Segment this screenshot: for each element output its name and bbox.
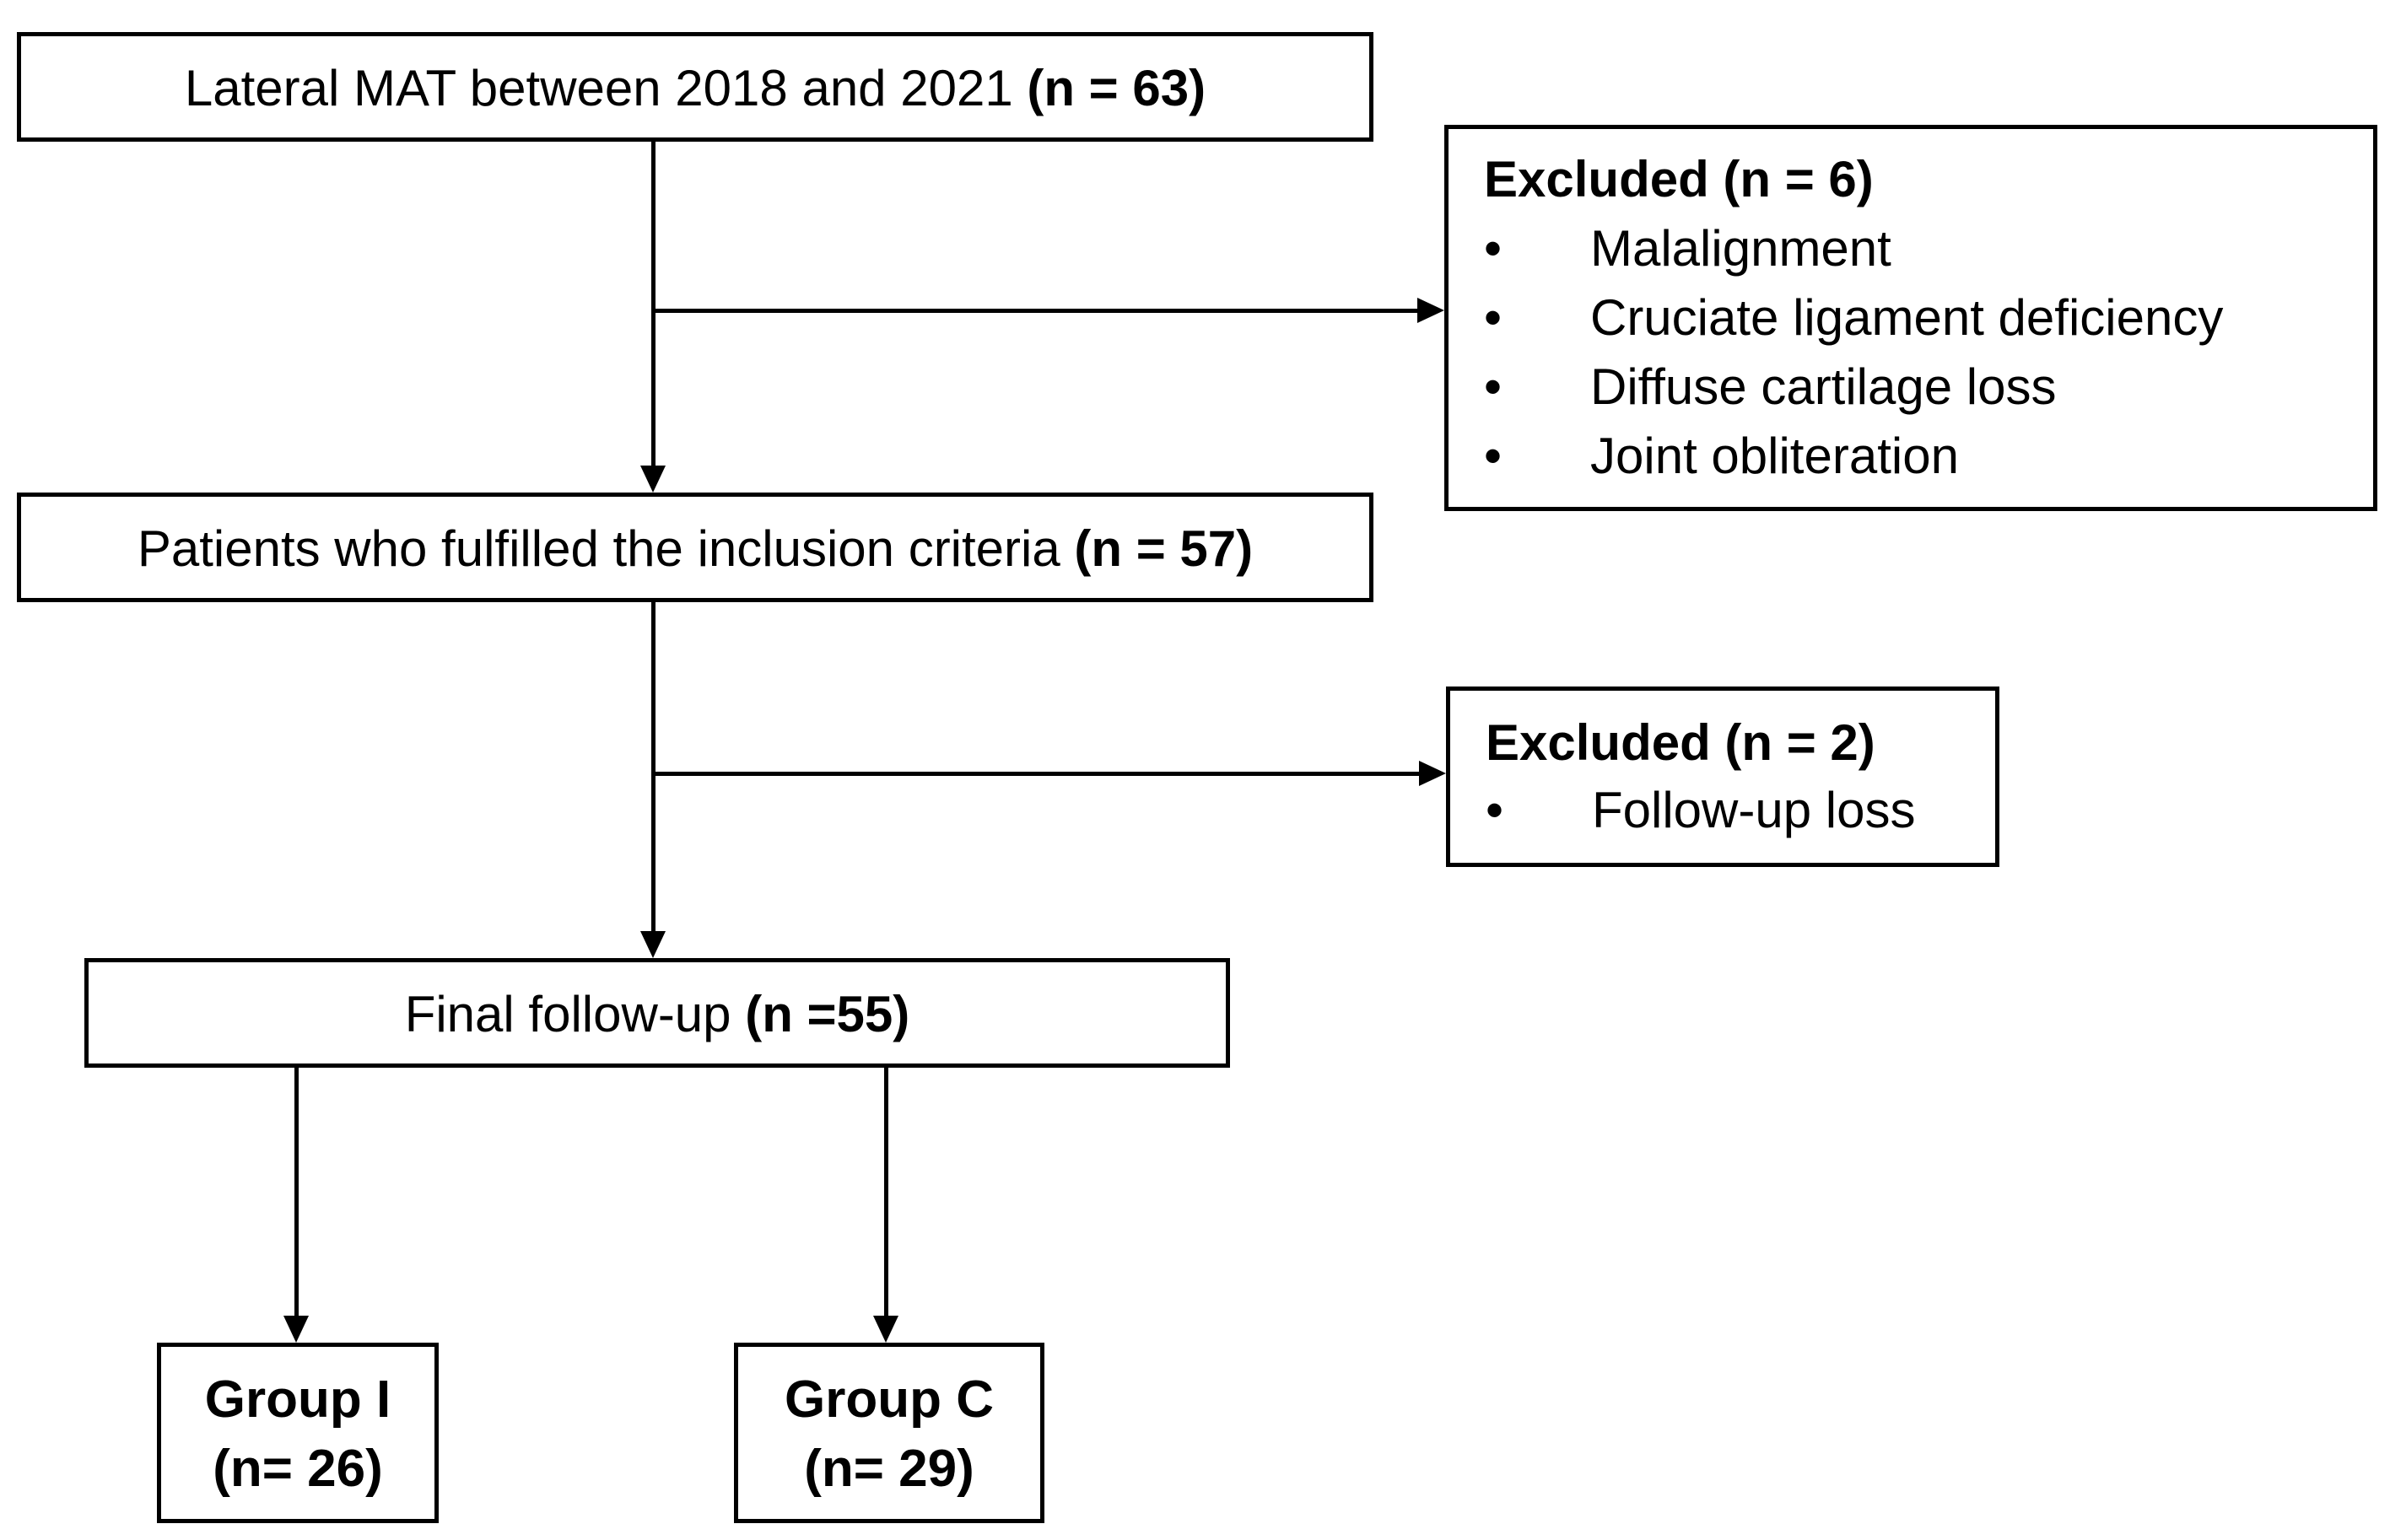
inclusion-box: Patients who fulfilled the inclusion cri…	[17, 493, 1373, 602]
connector-main-1	[651, 142, 655, 467]
arrow-to-group-c	[873, 1316, 898, 1343]
excluded-1-item-1: Malalignment	[1590, 220, 1891, 277]
excluded-1-bullet-1: •	[1484, 220, 1503, 277]
excluded-2-bullet-1: •	[1486, 782, 1504, 838]
inclusion-count: (n = 57)	[1074, 520, 1254, 577]
group-c-name: Group C	[785, 1370, 994, 1429]
connector-group-i	[294, 1068, 299, 1317]
group-c-count: (n= 29)	[804, 1440, 974, 1498]
lateral-mat-label: Lateral MAT between 2018 and 2021 (n = 6…	[21, 63, 1369, 114]
connector-main-2	[651, 602, 655, 933]
excluded-1-title: Excluded (n = 6)	[1484, 151, 1874, 207]
excluded-1-item-3: Diffuse cartilage loss	[1590, 358, 2057, 415]
group-i-count: (n= 26)	[213, 1440, 383, 1498]
final-followup-box: Final follow-up (n =55)	[84, 958, 1230, 1068]
final-followup-text: Final follow-up	[404, 986, 746, 1042]
group-i-name: Group I	[204, 1370, 391, 1429]
inclusion-label: Patients who fulfilled the inclusion cri…	[21, 524, 1369, 574]
inclusion-text: Patients who fulfilled the inclusion cri…	[137, 520, 1075, 577]
arrow-to-group-i	[283, 1316, 309, 1343]
connector-excluded-2	[653, 772, 1421, 776]
connector-excluded-1	[653, 309, 1419, 313]
excluded-2-item-1: Follow-up loss	[1592, 782, 1916, 838]
excluded-1-bullet-4: •	[1484, 428, 1503, 484]
excluded-1-bullet-3: •	[1484, 358, 1503, 415]
excluded-1-item-4: Joint obliteration	[1590, 428, 1959, 484]
excluded-box-1: Excluded (n = 6) • Malalignment • Crucia…	[1444, 125, 2377, 511]
group-c-box: Group C (n= 29)	[734, 1343, 1044, 1523]
lateral-mat-count: (n = 63)	[1027, 60, 1206, 116]
final-followup-count: (n =55)	[745, 986, 910, 1042]
lateral-mat-text: Lateral MAT between 2018 and 2021	[184, 60, 1028, 116]
excluded-1-bullet-2: •	[1484, 289, 1503, 346]
arrow-to-excluded-1	[1417, 298, 1444, 323]
arrow-to-excluded-2	[1419, 761, 1446, 786]
excluded-2-title: Excluded (n = 2)	[1486, 714, 1875, 771]
group-i-box: Group I (n= 26)	[157, 1343, 439, 1523]
final-followup-label: Final follow-up (n =55)	[89, 989, 1226, 1040]
excluded-1-item-2: Cruciate ligament deficiency	[1590, 289, 2224, 346]
arrow-to-inclusion	[640, 466, 666, 493]
arrow-to-final-followup	[640, 931, 666, 958]
connector-group-c	[884, 1068, 888, 1317]
lateral-mat-box: Lateral MAT between 2018 and 2021 (n = 6…	[17, 32, 1373, 142]
excluded-box-2: Excluded (n = 2) • Follow-up loss	[1446, 687, 1999, 867]
